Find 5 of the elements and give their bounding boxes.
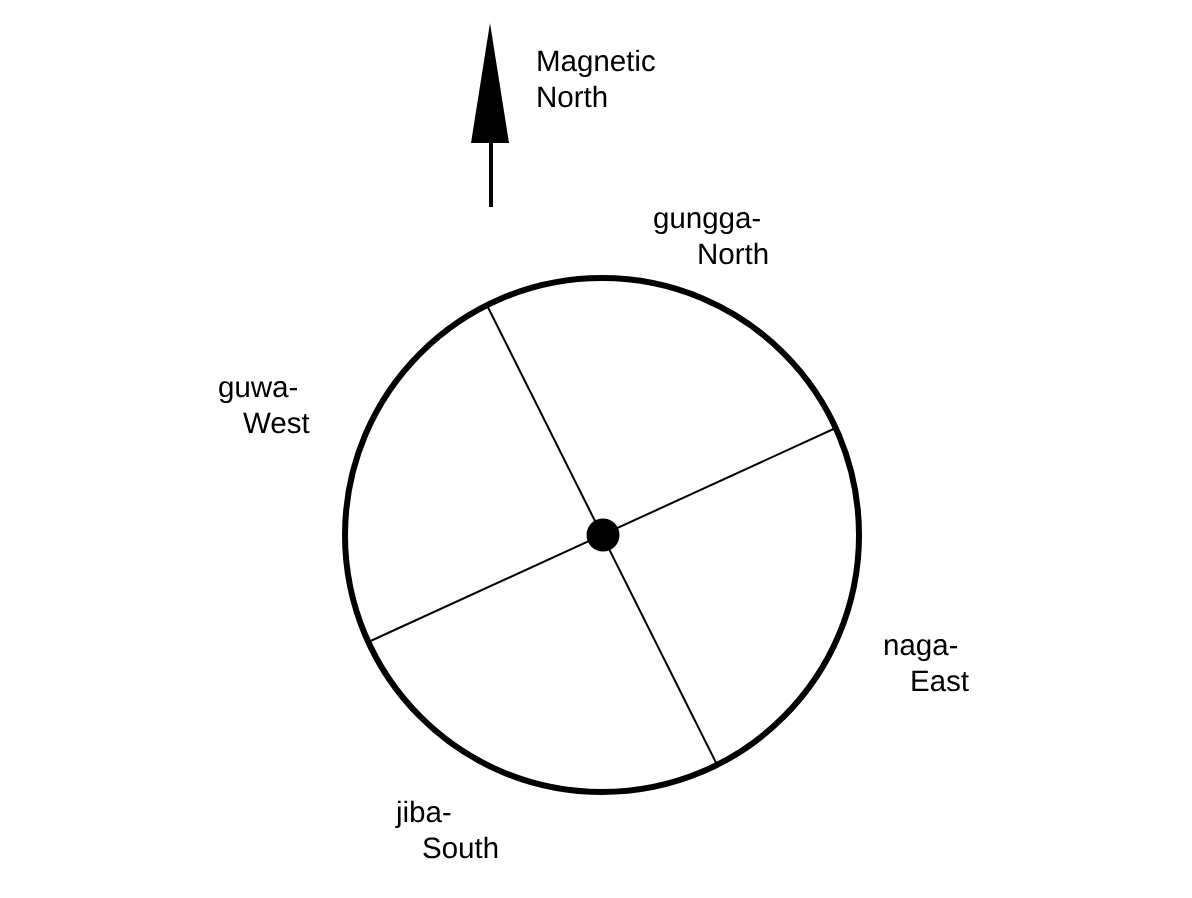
direction-label: Magnetic North [538,49,655,108]
direction-label: naga- East [884,639,969,692]
direction-label: guwa- West [219,381,310,434]
direction-label: gungga- North [654,212,768,265]
direction-label: jiba- South [395,800,498,859]
